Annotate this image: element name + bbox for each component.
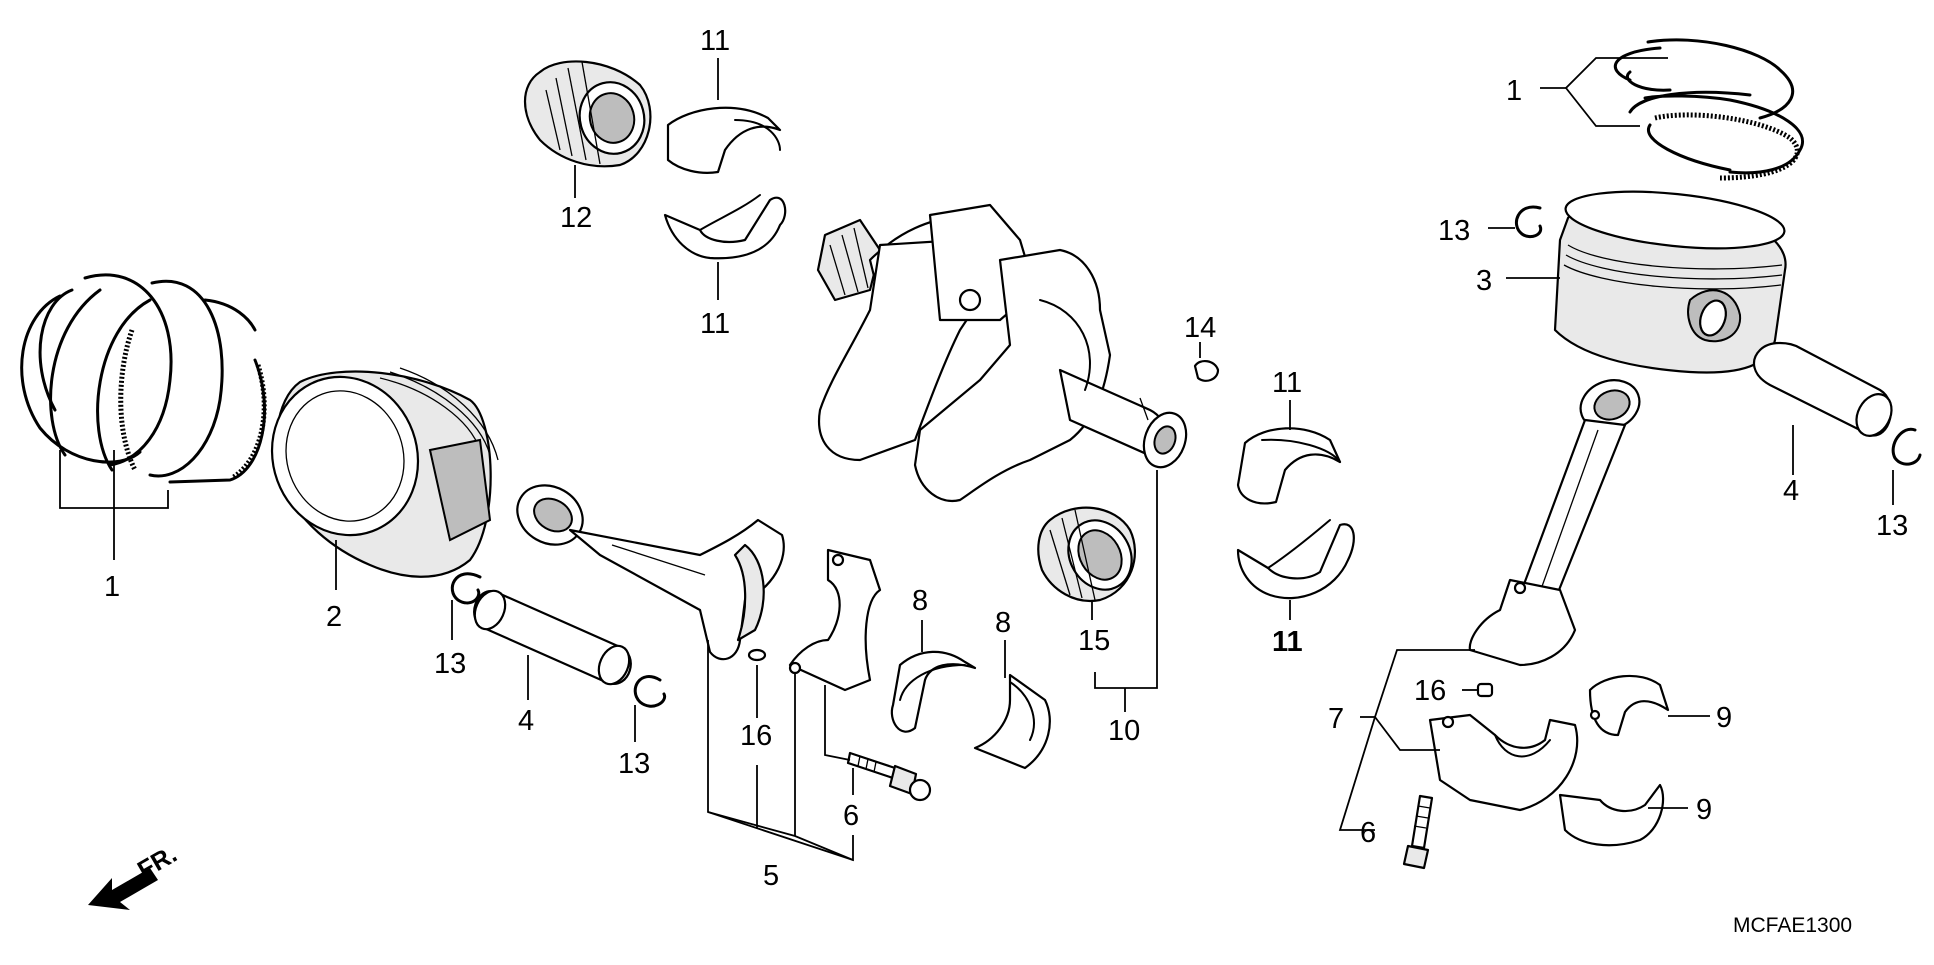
callout-8-b: 8 bbox=[995, 607, 1011, 639]
connecting-rod-cap-left[interactable] bbox=[788, 548, 882, 692]
callout-8-a: 8 bbox=[912, 585, 928, 617]
callout-16-left: 16 bbox=[740, 720, 772, 752]
piston-right[interactable] bbox=[1553, 183, 1787, 374]
callout-11-upper-mid: 11 bbox=[700, 308, 730, 340]
piston-pin-left[interactable] bbox=[469, 586, 635, 689]
rod-bolt-right[interactable] bbox=[1402, 794, 1434, 870]
piston-pin-clip-right-b[interactable] bbox=[1891, 427, 1922, 466]
needle-bearing-lower[interactable] bbox=[1037, 506, 1144, 603]
rod-bolt-left[interactable] bbox=[846, 751, 932, 802]
callout-15: 15 bbox=[1078, 625, 1110, 657]
piston-pin-clip-left-a[interactable] bbox=[450, 572, 482, 605]
callout-5: 5 bbox=[763, 860, 779, 892]
crankshaft[interactable] bbox=[816, 203, 1193, 503]
callout-16-right: 16 bbox=[1414, 675, 1446, 707]
callout-1-right: 1 bbox=[1506, 75, 1522, 107]
rod-bearing-upper-right[interactable] bbox=[1588, 674, 1670, 737]
callout-1-left: 1 bbox=[104, 571, 120, 603]
callout-6-right: 6 bbox=[1360, 817, 1376, 849]
connecting-rod-cap-right[interactable] bbox=[1428, 713, 1579, 812]
diagram-code: MCFAE1300 bbox=[1733, 914, 1852, 937]
dowel-pin-left[interactable] bbox=[747, 648, 767, 662]
piston-left[interactable] bbox=[250, 356, 499, 578]
main-bearing-upper-top[interactable] bbox=[666, 106, 782, 174]
piston-pin-clip-right-a[interactable] bbox=[1515, 205, 1543, 239]
main-bearing-lower-right[interactable] bbox=[1236, 519, 1355, 600]
piston-pin-clip-left-b[interactable] bbox=[633, 675, 667, 708]
dowel-pin-right[interactable] bbox=[1476, 682, 1494, 698]
needle-bearing-top[interactable] bbox=[523, 60, 652, 168]
callout-10: 10 bbox=[1108, 715, 1140, 747]
woodruff-key[interactable] bbox=[1193, 360, 1220, 382]
callout-13-right-a: 13 bbox=[1438, 215, 1470, 247]
main-bearing-lower-top[interactable] bbox=[663, 194, 787, 260]
callout-6-left: 6 bbox=[843, 800, 859, 832]
callout-13-left-a: 13 bbox=[434, 648, 466, 680]
callout-labels: 1 2 13 4 13 16 5 6 8 8 15 10 11 11 12 14… bbox=[104, 25, 1908, 937]
callout-11-right-top: 11 bbox=[1272, 367, 1302, 399]
piston-pin-right[interactable] bbox=[1752, 341, 1898, 442]
callout-4-right: 4 bbox=[1783, 475, 1799, 507]
leader-lines bbox=[59, 57, 1894, 862]
callout-9-b: 9 bbox=[1696, 794, 1712, 826]
callout-11-right-bottom: 11 bbox=[1272, 626, 1303, 658]
callout-4-left: 4 bbox=[518, 705, 534, 737]
piston-rings-left[interactable] bbox=[20, 273, 267, 484]
front-direction-arrow: FR. bbox=[88, 840, 182, 910]
callout-7: 7 bbox=[1328, 703, 1344, 735]
connecting-rod-right[interactable] bbox=[1468, 372, 1647, 667]
callout-2: 2 bbox=[326, 601, 342, 633]
callout-11-top: 11 bbox=[700, 25, 730, 57]
callout-12: 12 bbox=[560, 202, 592, 234]
main-bearing-upper-right[interactable] bbox=[1236, 427, 1342, 505]
callout-13-right-b: 13 bbox=[1876, 510, 1908, 542]
callout-9-a: 9 bbox=[1716, 702, 1732, 734]
callout-13-left-b: 13 bbox=[618, 748, 650, 780]
piston-rings-right[interactable] bbox=[1613, 38, 1804, 181]
callout-14: 14 bbox=[1184, 312, 1216, 344]
connecting-rod-left[interactable] bbox=[507, 474, 785, 661]
rod-bearing-lower-right[interactable] bbox=[1558, 783, 1665, 847]
callout-3: 3 bbox=[1476, 265, 1492, 297]
rod-bearing-lower-left[interactable] bbox=[973, 673, 1051, 770]
rod-bearing-upper-left[interactable] bbox=[890, 650, 977, 733]
